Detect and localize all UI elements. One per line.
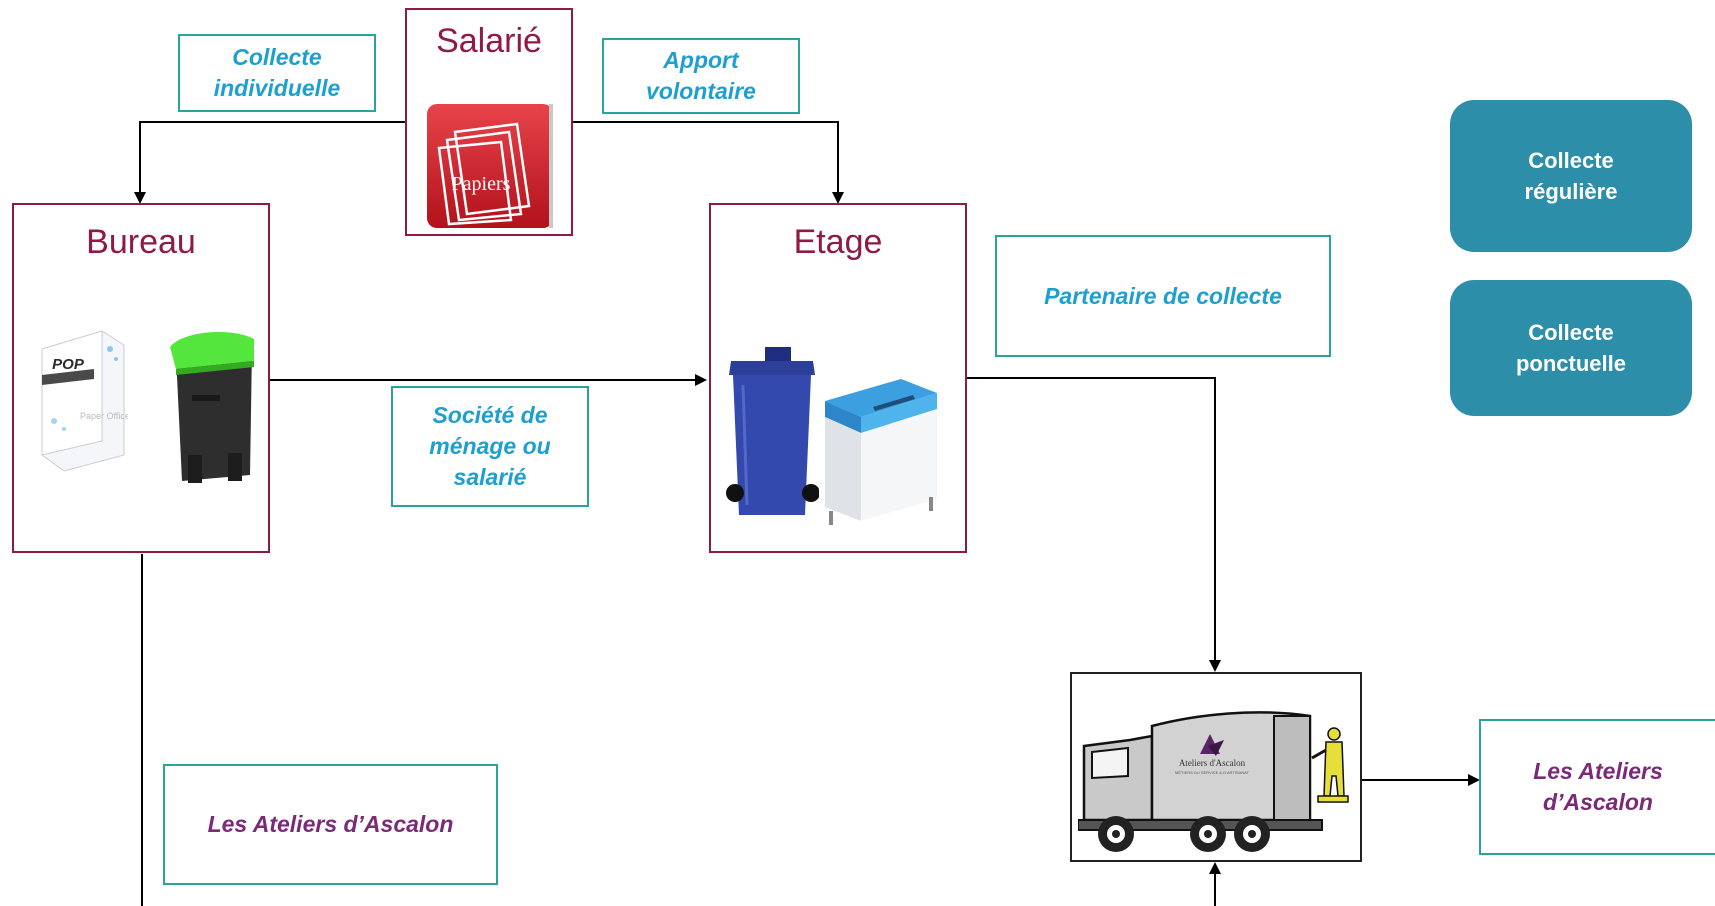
blue-wheelie-bin-icon: [725, 345, 820, 525]
label-societe-menage: Société de ménage ou salarié: [391, 386, 589, 507]
pop-bin-icon: POP Paper Office Program: [24, 325, 167, 473]
label-ateliers-bottom: Les Ateliers d’Ascalon: [163, 764, 498, 885]
label-collecte-individuelle-line1: Collecte: [232, 44, 322, 70]
label-apport-volontaire-line2: volontaire: [646, 78, 756, 104]
label-ateliers-bottom-text: Les Ateliers d’Ascalon: [207, 811, 454, 837]
legend-collecte-reguliere-line1: Collecte: [1528, 148, 1614, 173]
label-societe-menage-line2: ménage ou: [429, 433, 551, 459]
label-ateliers-right: Les Ateliers d’Ascalon: [1479, 719, 1715, 855]
legend-collecte-ponctuelle-line1: Collecte: [1528, 320, 1614, 345]
svg-text:Papiers: Papiers: [452, 173, 511, 195]
label-societe-menage-line3: salarié: [453, 464, 527, 490]
label-partenaire-collecte: Partenaire de collecte: [995, 235, 1331, 357]
legend-collecte-ponctuelle: Collecte ponctuelle: [1450, 280, 1692, 416]
arrow-salarie-bureau: [134, 121, 405, 204]
legend-collecte-reguliere-line2: régulière: [1524, 179, 1618, 204]
green-bin-icon: [162, 325, 260, 489]
papiers-icon: Papiers: [425, 102, 555, 230]
paper-collector-icon: [821, 371, 941, 531]
garbage-truck-icon: Ateliers d'Ascalon MÉTIERS DU SERVICE & …: [1077, 696, 1354, 854]
arrow-salarie-etage: [572, 121, 844, 204]
arrow-etage-truck: [966, 377, 1221, 672]
node-bureau-title: Bureau: [86, 223, 196, 261]
svg-text:MÉTIERS DU SERVICE & D'ARTISAN: MÉTIERS DU SERVICE & D'ARTISANAT: [1175, 770, 1249, 775]
label-apport-volontaire-line1: Apport: [663, 47, 739, 73]
svg-text:Ateliers d'Ascalon: Ateliers d'Ascalon: [1179, 758, 1246, 768]
node-bureau: Bureau POP Paper Office Program: [12, 203, 270, 553]
svg-text:POP: POP: [52, 356, 85, 373]
label-ateliers-right-line1: Les Ateliers: [1533, 758, 1663, 784]
node-etage-title: Etage: [793, 223, 883, 261]
label-collecte-individuelle: Collecte individuelle: [178, 34, 376, 112]
node-salarie-title: Salarié: [436, 22, 542, 60]
legend-collecte-reguliere: Collecte régulière: [1450, 100, 1692, 252]
label-collecte-individuelle-line2: individuelle: [213, 75, 341, 101]
label-ateliers-right-line2: d’Ascalon: [1543, 789, 1653, 815]
node-truck: Ateliers d'Ascalon MÉTIERS DU SERVICE & …: [1070, 672, 1362, 862]
label-partenaire-collecte-text: Partenaire de collecte: [1044, 282, 1282, 309]
label-societe-menage-line1: Société de: [432, 402, 548, 428]
legend-collecte-ponctuelle-line2: ponctuelle: [1515, 351, 1626, 376]
node-salarie: Salarié Papiers: [405, 8, 573, 236]
node-etage: Etage: [709, 203, 967, 553]
svg-text:Paper Office Program: Paper Office Program: [80, 411, 128, 421]
label-apport-volontaire: Apport volontaire: [602, 38, 800, 114]
